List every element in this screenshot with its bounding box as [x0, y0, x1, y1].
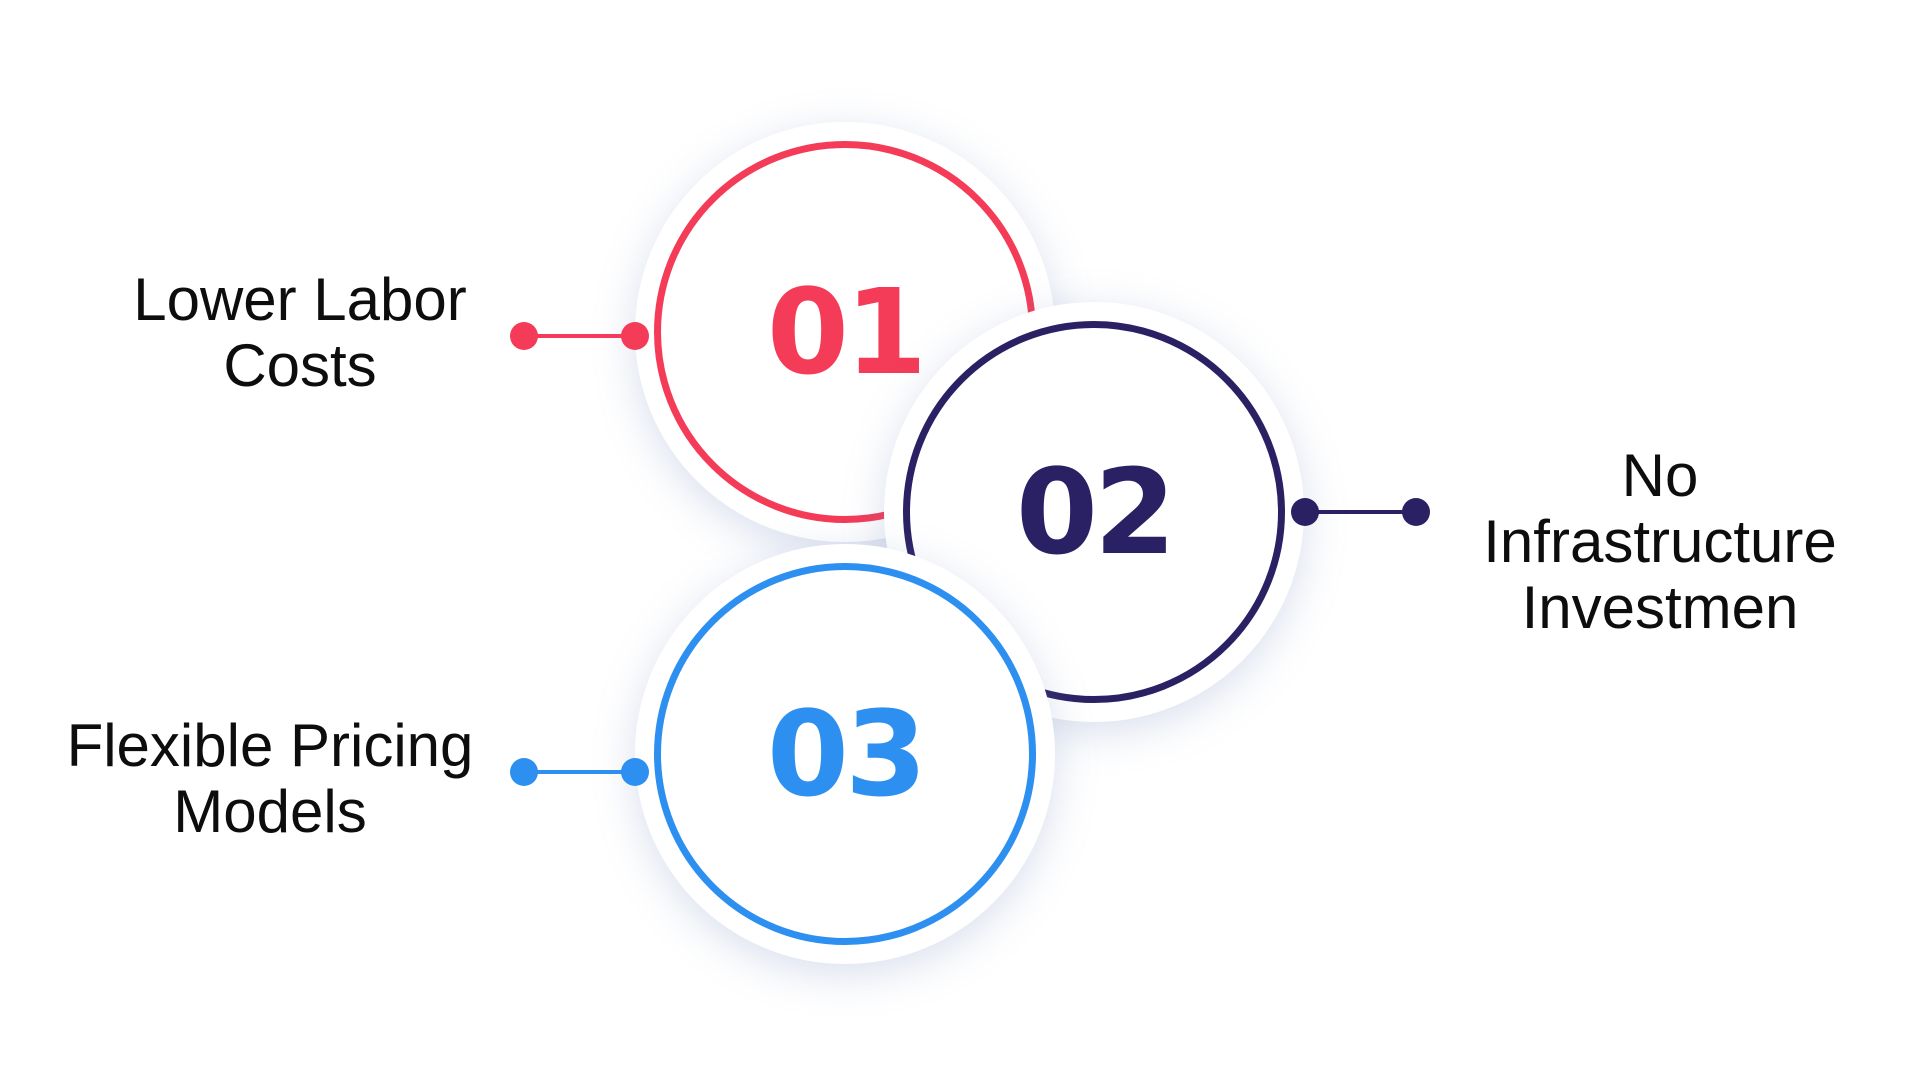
step-label-02: No Infrastructure Investmen	[1430, 443, 1890, 641]
connector-01-end-dot	[621, 322, 649, 350]
step-label-03-line-2: Models	[173, 778, 367, 845]
connector-03-end-dot	[621, 758, 649, 786]
step-number-02: 02	[1015, 443, 1176, 581]
step-label-02-line-2: Infrastructure	[1483, 508, 1837, 575]
connector-01	[510, 322, 649, 350]
connector-03	[510, 758, 649, 786]
step-number-03: 03	[766, 685, 927, 823]
step-label-01: Lower Labor Costs	[100, 267, 500, 399]
step-label-01-line-2: Costs	[223, 332, 377, 399]
step-circle-03: 03	[635, 544, 1055, 964]
connector-02-start-dot	[1291, 498, 1319, 526]
connector-02-end-dot	[1402, 498, 1430, 526]
step-label-02-line-1: No	[1621, 442, 1699, 509]
connector-02	[1291, 498, 1430, 526]
step-number-01: 01	[766, 263, 927, 401]
step-ring-02: 02	[903, 321, 1285, 703]
step-label-01-line-1: Lower Labor	[133, 266, 467, 333]
step-label-03: Flexible Pricing Models	[40, 713, 500, 845]
step-ring-03: 03	[654, 563, 1036, 945]
step-label-02-line-3: Investmen	[1521, 574, 1799, 641]
connector-01-start-dot	[510, 322, 538, 350]
step-label-03-line-1: Flexible Pricing	[66, 712, 474, 779]
connector-03-start-dot	[510, 758, 538, 786]
